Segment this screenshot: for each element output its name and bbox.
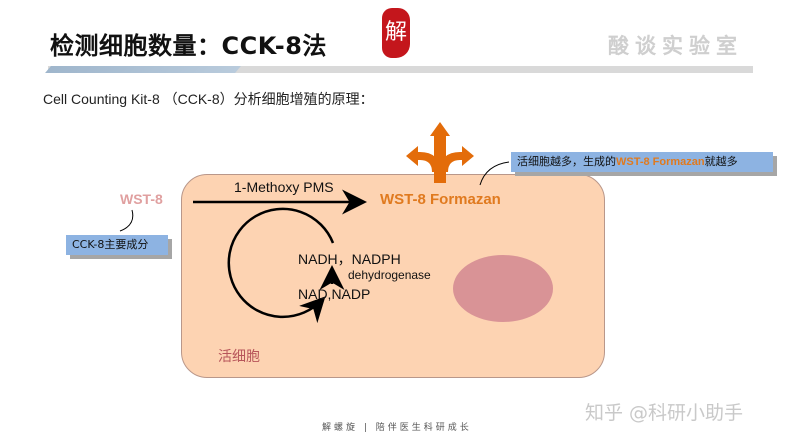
brand-name: 酸谈实验室	[608, 34, 743, 58]
product-callout: 活细胞越多，生成的WST-8 Formazan就越多	[511, 152, 773, 172]
header-divider	[48, 66, 753, 73]
callout-highlight: WST-8 Formazan	[616, 156, 705, 168]
subtitle: Cell Counting Kit-8 （CCK-8）分析细胞增殖的原理：	[43, 91, 374, 107]
callout-prefix: 活细胞越多，生成的	[517, 155, 616, 168]
slide-title: 检测细胞数量：CCK-8法	[50, 32, 327, 60]
branch-arrows-icon	[406, 122, 474, 183]
nucleus-shape	[453, 255, 553, 322]
oxidized-cofactor-label: NAD,NADP	[298, 286, 371, 302]
enzyme-label: dehydrogenase	[348, 268, 431, 282]
footer-text: 解螺旋 | 陪伴医生科研成长	[322, 423, 472, 433]
reduced-cofactor-label: NADH，NADPH	[298, 251, 401, 267]
watermark: 知乎 @科研小助手	[585, 402, 744, 424]
product-label: WST-8 Formazan	[380, 191, 501, 208]
seal-logo-icon: 解	[382, 8, 410, 58]
living-cell-label: 活细胞	[218, 349, 260, 365]
callout-suffix: 就越多	[704, 155, 738, 168]
reagent-callout: CCK-8主要成分	[66, 235, 168, 255]
reagent-label: WST-8	[120, 191, 163, 207]
carrier-label: 1-Methoxy PMS	[234, 179, 334, 195]
